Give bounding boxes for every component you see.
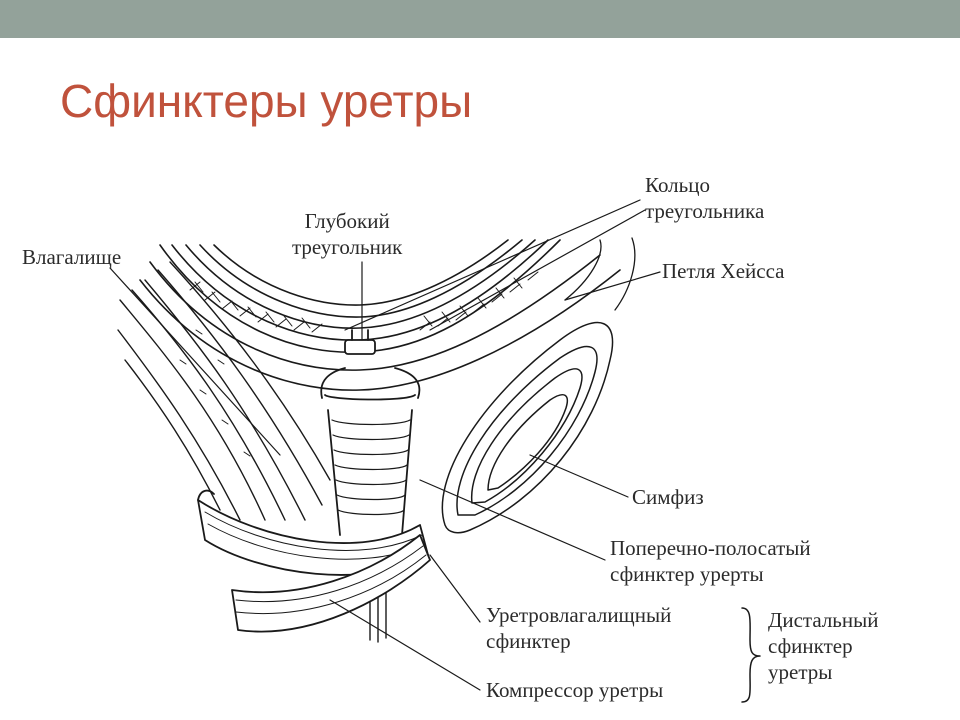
- label-compressor: Компрессор уретры: [486, 678, 664, 702]
- label-striated-sphincter: Поперечно-полосатый сфинктер урерты: [610, 536, 811, 586]
- compressor-band: [231, 534, 431, 633]
- top-bar: [0, 0, 960, 38]
- vagina-wall: [117, 261, 331, 521]
- label-urethrovaginal-sphincter: Уретровлагалищный сфинктер: [486, 603, 672, 653]
- label-trigone-ring: Кольцо треугольника: [645, 173, 765, 223]
- label-heiss-loop: Петля Хейсса: [662, 259, 785, 283]
- label-deep-trigone: Глубокий треугольник: [292, 209, 403, 259]
- distal-sphincter-brace: [741, 607, 761, 703]
- bladder-wall: [139, 239, 621, 391]
- label-symphysis: Симфиз: [632, 485, 704, 509]
- label-distal-sphincter: Дистальный сфинктер уретры: [768, 608, 879, 684]
- urethra-sphincter-diagram: [109, 199, 761, 703]
- urethra: [320, 367, 421, 643]
- deep-trigone-knob: [344, 329, 376, 355]
- leader-lines: [109, 199, 661, 691]
- symphysis: [441, 237, 636, 534]
- slide-title: Сфинктеры уретры: [60, 75, 473, 127]
- label-vagina: Влагалище: [22, 245, 122, 269]
